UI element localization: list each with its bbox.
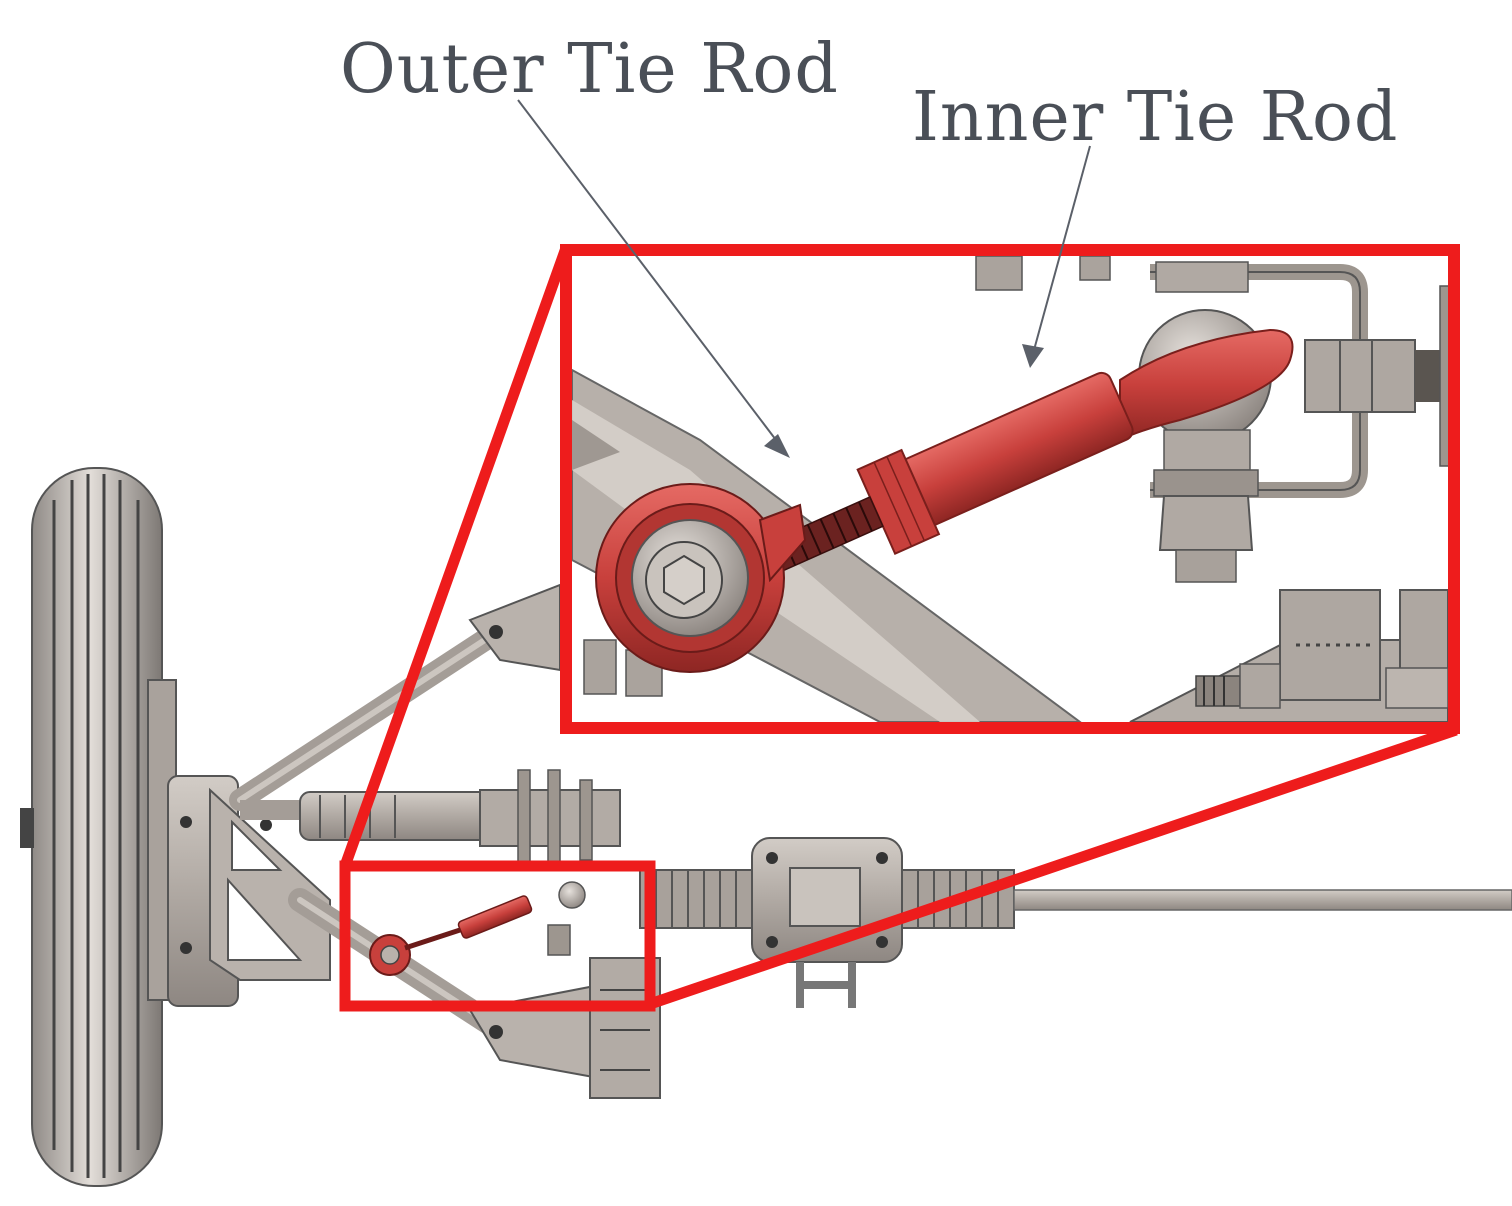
zoom-inset bbox=[560, 244, 1460, 734]
tie-rod-small bbox=[369, 881, 586, 976]
pushrod bbox=[299, 769, 621, 867]
inner-tie-rod-label: Inner Tie Rod bbox=[912, 78, 1399, 157]
tire bbox=[20, 467, 163, 1187]
main-assembly bbox=[20, 467, 1512, 1187]
inner-tie-rod-leader bbox=[1033, 145, 1091, 351]
upright bbox=[147, 679, 331, 1007]
inner-tie-rod-arrowhead bbox=[1022, 344, 1044, 368]
steering-rack bbox=[639, 837, 1512, 1008]
outer-tie-rod-arrowhead bbox=[764, 434, 790, 458]
outer-tie-rod-label: Outer Tie Rod bbox=[340, 30, 839, 109]
leader-arrows bbox=[517, 99, 1091, 458]
zoom-highlight-frame bbox=[560, 244, 1460, 734]
zoom-connector bbox=[339, 246, 1458, 1010]
small-highlight-box bbox=[339, 860, 656, 1012]
outer-tie-rod-leader bbox=[517, 99, 777, 441]
